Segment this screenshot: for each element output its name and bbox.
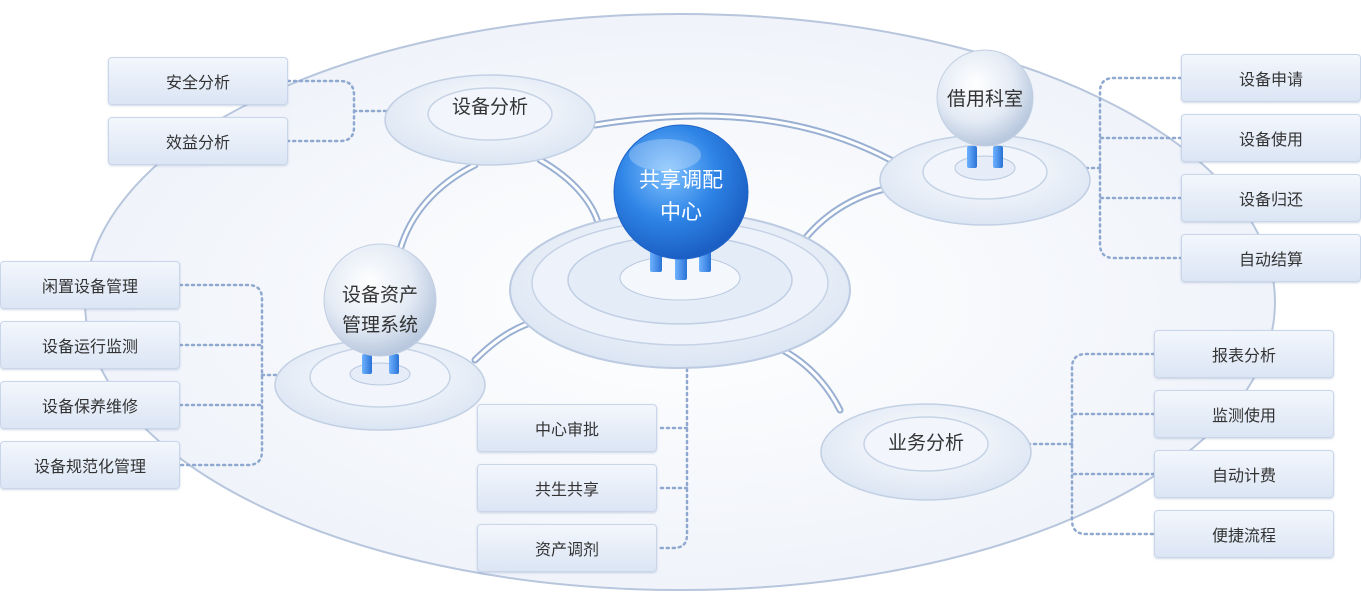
node-borrow-room <box>879 49 1091 226</box>
node-center <box>509 124 851 369</box>
box-operation-monitor[interactable]: 设备运行监测 <box>0 321 180 369</box>
box-equipment-use[interactable]: 设备使用 <box>1181 114 1361 162</box>
box-safety-analysis[interactable]: 安全分析 <box>108 57 288 105</box>
node-equipment-analysis <box>384 74 596 166</box>
leader-left <box>178 283 352 467</box>
center-label-line2: 中心 <box>660 200 702 224</box>
box-benefit-analysis[interactable]: 效益分析 <box>108 117 288 165</box>
node-business-analysis-label: 业务分析 <box>887 432 964 454</box>
node-asset-system-label-line2: 管理系统 <box>341 314 418 336</box>
center-label-line1: 共享调配 <box>639 168 723 192</box>
box-standardized-management[interactable]: 设备规范化管理 <box>0 441 180 489</box>
node-borrow-room-label: 借用科室 <box>946 88 1023 110</box>
leader-right-top <box>1013 76 1183 260</box>
box-center-approval[interactable]: 中心审批 <box>477 404 657 452</box>
box-symbiotic-sharing[interactable]: 共生共享 <box>477 464 657 512</box>
center-label: 共享调配 中心 <box>611 164 751 228</box>
box-equipment-request[interactable]: 设备申请 <box>1181 54 1361 102</box>
box-idle-equipment[interactable]: 闲置设备管理 <box>0 261 180 309</box>
box-maintenance[interactable]: 设备保养维修 <box>0 381 180 429</box>
node-asset-system <box>274 243 486 431</box>
box-auto-billing[interactable]: 自动计费 <box>1154 450 1334 498</box>
box-asset-allocation[interactable]: 资产调剂 <box>477 524 657 572</box>
box-auto-settlement[interactable]: 自动结算 <box>1181 234 1361 282</box>
box-monitor-use[interactable]: 监测使用 <box>1154 390 1334 438</box>
box-equipment-return[interactable]: 设备归还 <box>1181 174 1361 222</box>
box-report-analysis[interactable]: 报表分析 <box>1154 330 1334 378</box>
node-equipment-analysis-label: 设备分析 <box>451 96 528 118</box>
node-asset-system-label-line1: 设备资产 <box>341 284 418 306</box>
leader-right-bottom <box>988 352 1156 536</box>
leader-bottom-center <box>655 313 689 550</box>
node-business-analysis <box>820 403 1032 501</box>
box-convenient-process[interactable]: 便捷流程 <box>1154 510 1334 558</box>
node-asset-system-label: 设备资产 管理系统 <box>310 280 450 340</box>
